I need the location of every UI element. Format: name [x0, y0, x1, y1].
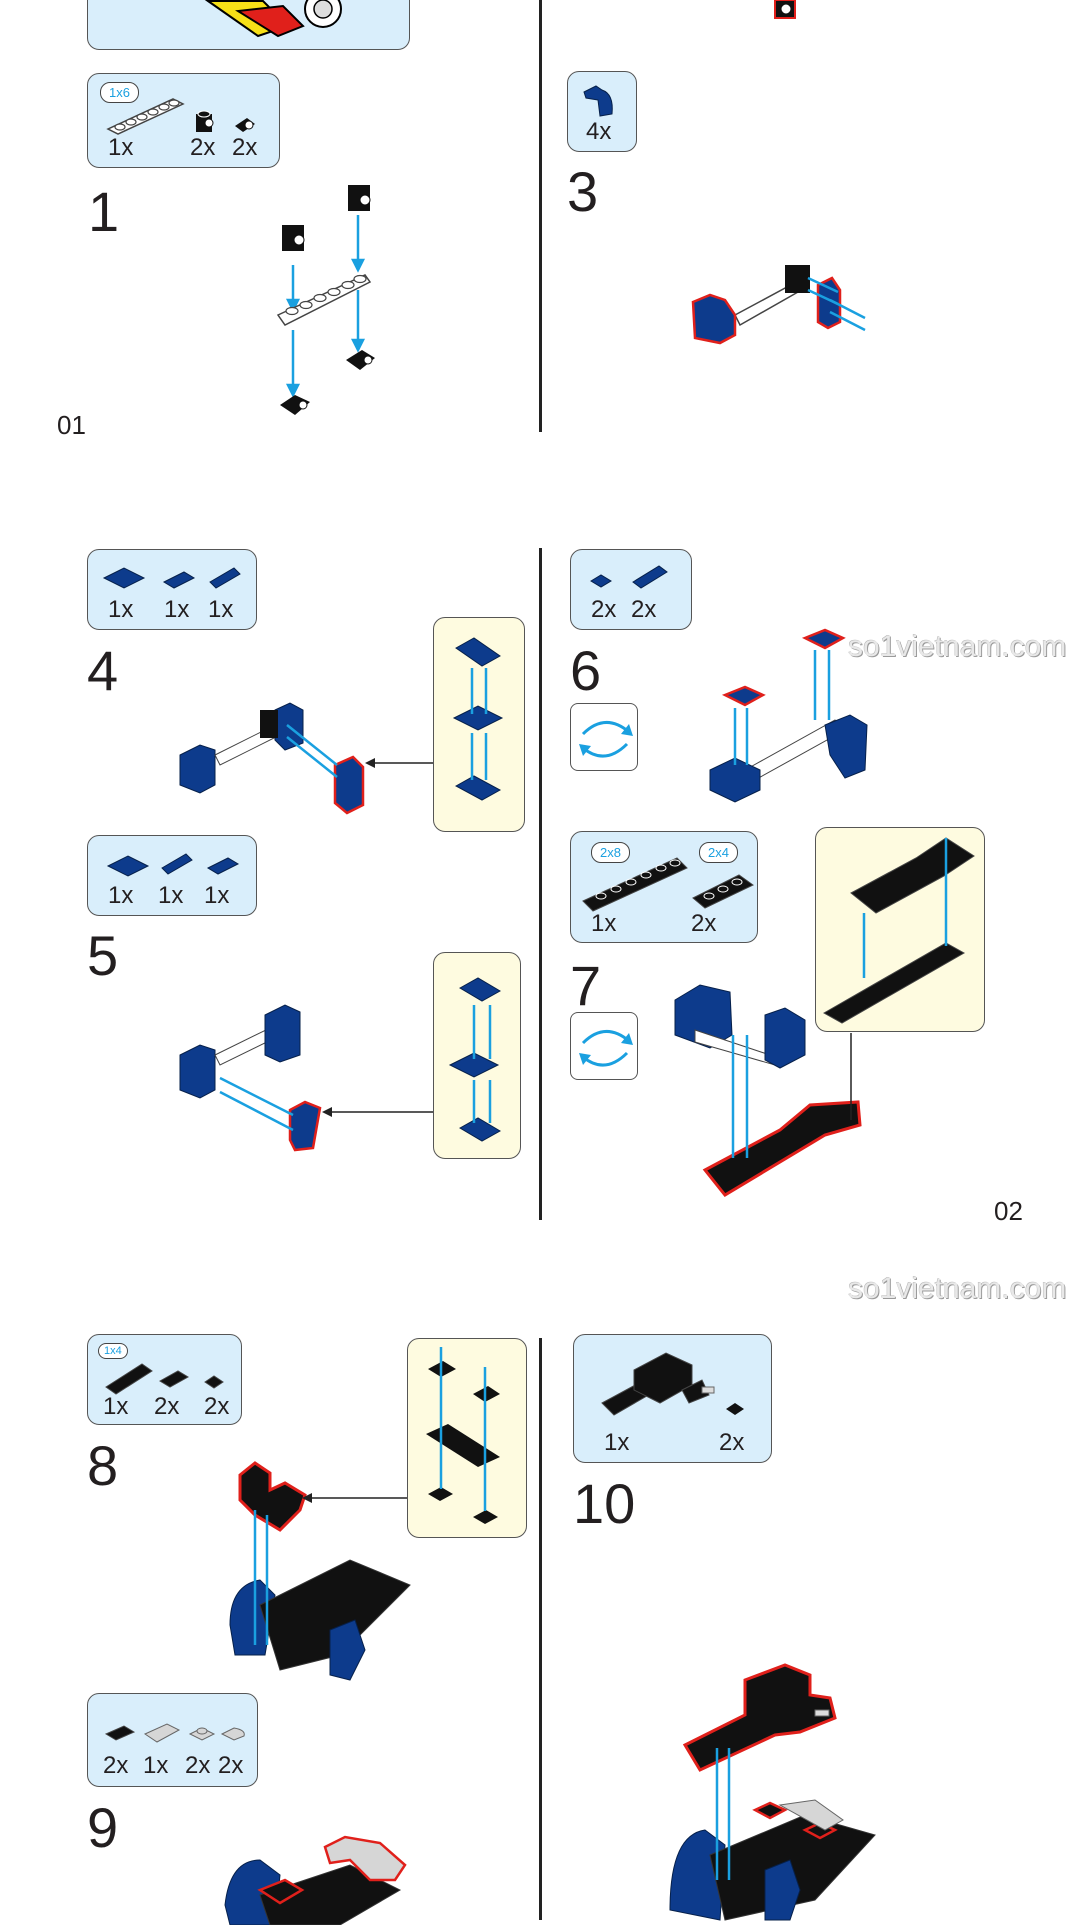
- step5-diagram: [179, 1004, 433, 1152]
- step9-parts-callout: 2x 1x 2x 2x: [87, 1693, 258, 1787]
- part-qty: 2x: [204, 1393, 230, 1420]
- curved-slope-icon: [583, 85, 613, 117]
- step6-parts-callout: 2x 2x: [570, 549, 692, 630]
- step5-parts-callout: 1x 1x 1x: [87, 835, 257, 916]
- part-qty: 1x: [591, 910, 617, 937]
- part-qty: 2x: [154, 1393, 180, 1420]
- part-size-tag: 2x8: [591, 842, 630, 863]
- completed-model-panel: [87, 0, 410, 50]
- step7-diagram: [674, 984, 862, 1197]
- step-number: 3: [567, 160, 599, 223]
- part-qty: 1x: [164, 596, 190, 623]
- step-number: 7: [570, 954, 602, 1017]
- rotate-arrows-icon: [579, 1030, 633, 1067]
- step-number: 8: [87, 1434, 119, 1497]
- part-size-tag: 1x4: [98, 1343, 128, 1359]
- column-divider: [539, 0, 542, 432]
- step10-parts-callout: 1x 2x: [573, 1334, 772, 1463]
- part-qty: 2x: [232, 134, 258, 161]
- tile-1x2-grey-icon: [143, 1723, 181, 1743]
- step-number: 9: [87, 1796, 119, 1859]
- tile-1x1-black-icon: [726, 1403, 744, 1415]
- part-qty: 2x: [103, 1752, 129, 1779]
- engine-subassembly-icon: [601, 1352, 715, 1416]
- part-qty: 1x: [604, 1429, 630, 1456]
- watermark: so1vietnam.com: [848, 630, 1067, 663]
- part-qty: 4x: [586, 118, 612, 145]
- plate-1x2-black-icon: [104, 1725, 136, 1741]
- column-divider: [539, 548, 542, 1220]
- tile-quarter-round-icon: [220, 1727, 245, 1741]
- part-qty: 1x: [108, 596, 134, 623]
- plate-2x4-icon: [692, 874, 754, 909]
- step6-diagram: [709, 628, 868, 803]
- step9-diagram: [224, 1835, 407, 1925]
- part-qty: 2x: [719, 1429, 745, 1456]
- step3-parts-callout: 4x: [567, 71, 637, 152]
- step4-subassembly-callout: [433, 617, 525, 832]
- part-qty: 2x: [218, 1752, 244, 1779]
- step8-diagram: [229, 1461, 411, 1681]
- rotate-model-indicator: [570, 703, 638, 771]
- part-qty: 1x: [208, 596, 234, 623]
- step7-parts-callout: 2x8 2x4 1x 2x: [570, 831, 758, 943]
- step1-parts-callout: 1x6 1x 2x 2x: [87, 73, 280, 168]
- plate-2x2-icon: [106, 855, 150, 877]
- plate-2x8-icon: [582, 857, 688, 912]
- step2-brick-fragment-icon: [774, 0, 796, 19]
- part-qty: 2x: [691, 910, 717, 937]
- part-qty: 1x: [204, 882, 230, 909]
- step3-diagram: [691, 265, 866, 345]
- plate-1x1-round-icon: [204, 1375, 224, 1389]
- step-number: 1: [88, 180, 120, 243]
- rotate-model-indicator: [570, 1012, 638, 1080]
- step5-subassembly-callout: [433, 952, 521, 1159]
- part-size-tag: 1x6: [100, 82, 139, 103]
- step7-subassembly-callout: [815, 827, 985, 1032]
- step4-parts-callout: 1x 1x 1x: [87, 549, 257, 630]
- step4-diagram: [179, 702, 433, 815]
- plate-1x1-grey-icon: [188, 1727, 216, 1741]
- part-qty: 1x: [108, 882, 134, 909]
- subassembly-diagram: [448, 977, 502, 1142]
- step10-diagram: [669, 1663, 876, 1921]
- plate-1x2-icon: [159, 1370, 189, 1388]
- part-qty: 2x: [190, 134, 216, 161]
- plate-1x4-icon: [105, 1363, 153, 1395]
- step8-parts-callout: 1x4 1x 2x 2x: [87, 1334, 242, 1425]
- slope-grille-icon: [161, 853, 193, 875]
- plate-1x2-icon: [162, 571, 196, 589]
- part-qty: 1x: [143, 1752, 169, 1779]
- plate-2x2-icon: [102, 567, 146, 589]
- part-size-tag: 2x4: [699, 842, 738, 863]
- car-model-fragment-icon: [204, 0, 342, 38]
- watermark: so1vietnam.com: [848, 1272, 1067, 1305]
- subassembly-diagram: [452, 637, 504, 801]
- part-qty: 2x: [591, 596, 617, 623]
- brick-1x1-side-stud-icon: [196, 110, 214, 132]
- page-number: 01: [57, 410, 86, 440]
- step-number: 10: [573, 1472, 636, 1535]
- column-divider: [539, 1338, 542, 1920]
- part-qty: 2x: [631, 596, 657, 623]
- rotate-arrows-icon: [579, 721, 633, 758]
- page-number: 02: [994, 1196, 1023, 1226]
- subassembly-diagram: [426, 1347, 500, 1524]
- plate-1x6-icon: [106, 98, 185, 135]
- part-qty: 2x: [185, 1752, 211, 1779]
- slope-grille-icon: [209, 567, 241, 589]
- step8-subassembly-callout: [407, 1338, 527, 1538]
- part-qty: 1x: [158, 882, 184, 909]
- plate-1x2-jumper-icon: [632, 565, 668, 589]
- part-qty: 1x: [108, 134, 134, 161]
- subassembly-diagram: [822, 837, 975, 1024]
- plate-1x1-clip-icon: [235, 118, 255, 132]
- plate-1x1-icon: [590, 574, 612, 588]
- step-number: 4: [87, 639, 119, 702]
- step-number: 6: [570, 639, 602, 702]
- plate-1x2-icon: [206, 857, 240, 875]
- step-number: 5: [87, 924, 119, 987]
- step1-diagram: [276, 185, 375, 415]
- part-qty: 1x: [103, 1393, 129, 1420]
